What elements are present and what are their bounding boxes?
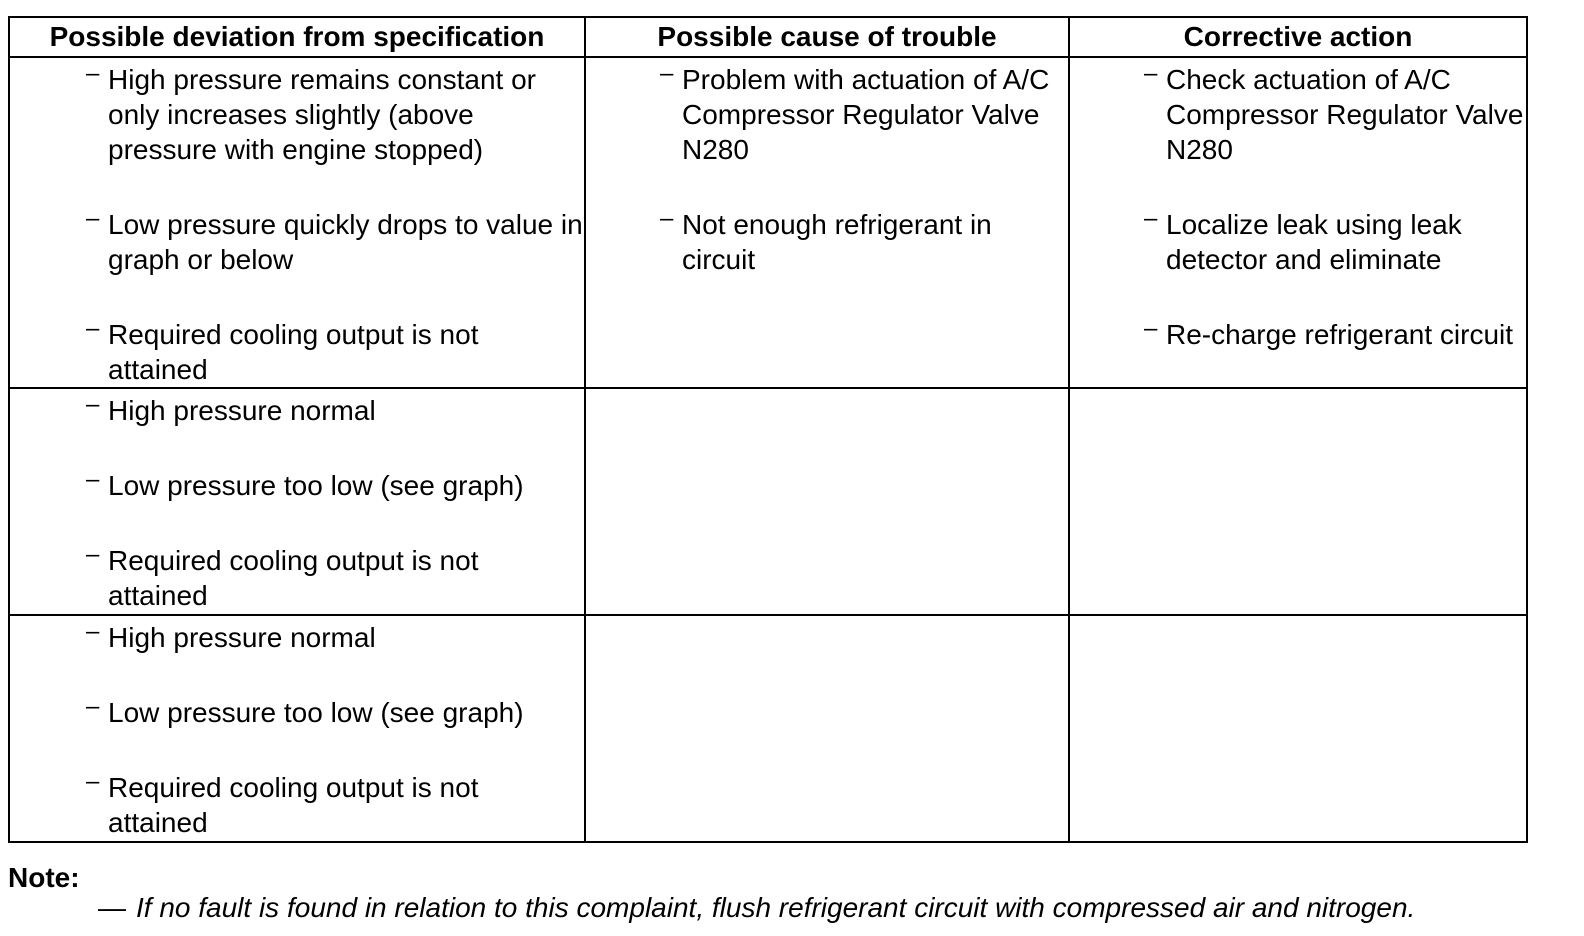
- header-action: Corrective action: [1068, 16, 1528, 58]
- list-item: –High pressure normal: [86, 618, 584, 655]
- troubleshooting-table: Possible deviation from specification Po…: [8, 16, 1528, 843]
- bullet-dash: –: [86, 466, 100, 493]
- bullet-dash: –: [86, 315, 100, 342]
- bullet-dash: –: [86, 693, 100, 720]
- action-cell: –Check actuation of A/C Compressor Regul…: [1068, 56, 1528, 389]
- bullet-dash: –: [86, 60, 100, 87]
- bullet-dash: –: [1144, 315, 1158, 342]
- bullet-dash: –: [86, 768, 100, 795]
- bullet-dash: –: [86, 391, 100, 418]
- note-dash: —: [98, 892, 126, 923]
- list-item: –Not enough refrigerant in circuit: [660, 205, 1068, 277]
- table-row: –High pressure remains constant or only …: [8, 56, 1528, 389]
- list-item: –Low pressure too low (see graph): [86, 466, 584, 503]
- list-item: –Check actuation of A/C Compressor Regul…: [1144, 60, 1526, 167]
- list-item: –Low pressure quickly drops to value in …: [86, 205, 584, 277]
- note-text-line: — If no fault is found in relation to thi…: [98, 890, 1415, 926]
- table-row: –High pressure normal –Low pressure too …: [8, 614, 1528, 843]
- list-item: –Problem with actuation of A/C Compresso…: [660, 60, 1068, 167]
- table-row: –High pressure normal –Low pressure too …: [8, 387, 1528, 616]
- note-label: Note:: [8, 862, 80, 893]
- list-item: –Localize leak using leak detector and e…: [1144, 205, 1526, 277]
- list-item: –Required cooling output is not attained: [86, 541, 584, 613]
- list-item: –High pressure remains constant or only …: [86, 60, 584, 167]
- bullet-dash: –: [86, 618, 100, 645]
- header-deviation: Possible deviation from specification: [8, 16, 586, 58]
- bullet-dash: –: [86, 541, 100, 568]
- list-item: –Required cooling output is not attained: [86, 315, 584, 387]
- cause-cell: [584, 614, 1070, 843]
- action-cell: [1068, 614, 1528, 843]
- table-header-row: Possible deviation from specification Po…: [8, 16, 1528, 58]
- bullet-dash: –: [660, 205, 674, 232]
- bullet-dash: –: [1144, 205, 1158, 232]
- bullet-dash: –: [86, 205, 100, 232]
- cause-cell: [584, 387, 1070, 616]
- list-item: –Re-charge refrigerant circuit: [1144, 315, 1526, 352]
- deviation-cell: –High pressure normal –Low pressure too …: [8, 614, 586, 843]
- list-item: –High pressure normal: [86, 391, 584, 428]
- bullet-dash: –: [660, 60, 674, 87]
- cause-cell: –Problem with actuation of A/C Compresso…: [584, 56, 1070, 389]
- list-item: –Low pressure too low (see graph): [86, 693, 584, 730]
- header-cause: Possible cause of trouble: [584, 16, 1070, 58]
- deviation-cell: –High pressure normal –Low pressure too …: [8, 387, 586, 616]
- deviation-cell: –High pressure remains constant or only …: [8, 56, 586, 389]
- list-item: –Required cooling output is not attained: [86, 768, 584, 840]
- bullet-dash: –: [1144, 60, 1158, 87]
- action-cell: [1068, 387, 1528, 616]
- note-text: If no fault is found in relation to this…: [136, 892, 1416, 923]
